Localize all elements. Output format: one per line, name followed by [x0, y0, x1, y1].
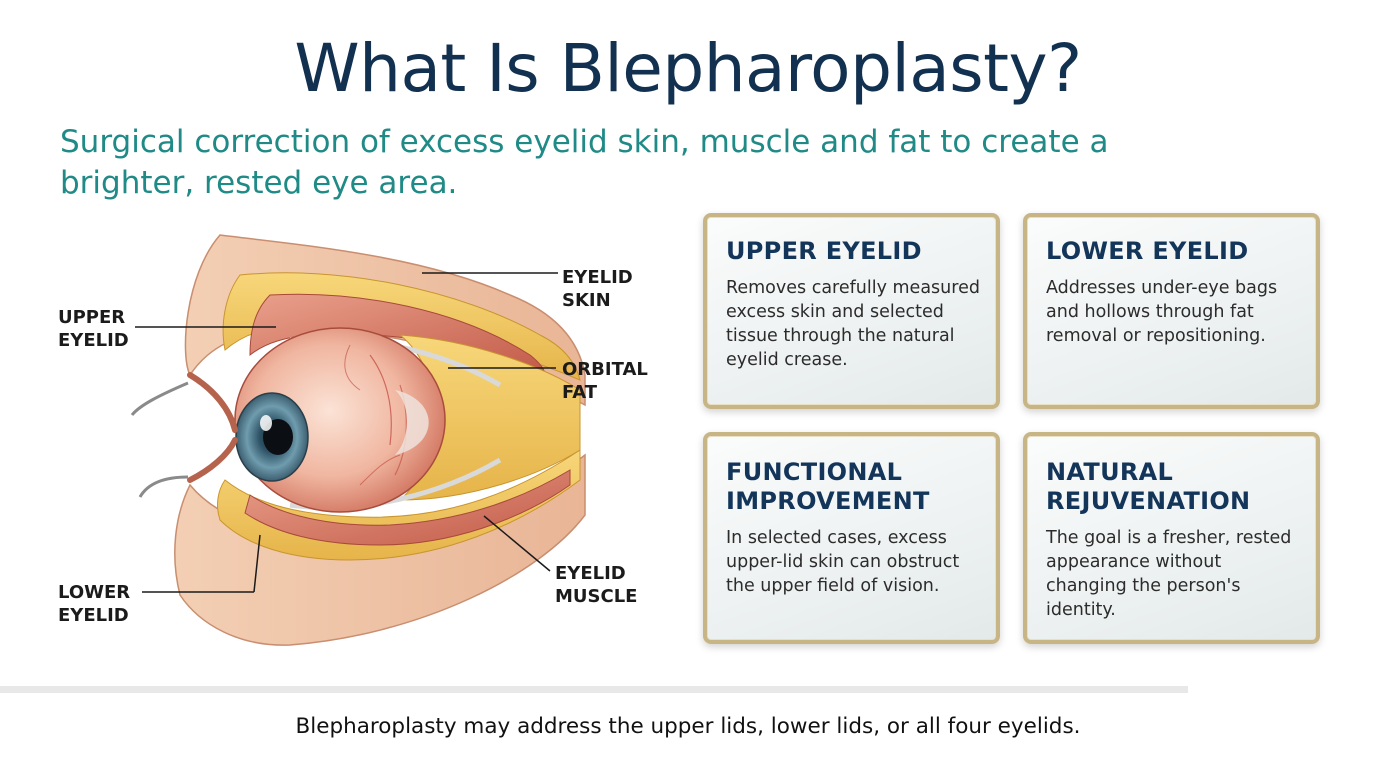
card-title: UPPER EYELID — [726, 237, 922, 265]
page-title: What Is Blepharoplasty? — [294, 30, 1082, 107]
card-title: NATURAL REJUVENATION — [1046, 458, 1251, 515]
card-functional-improvement: FUNCTIONAL IMPROVEMENT In selected cases… — [703, 432, 1000, 644]
card-body: In selected cases, excess upper-lid skin… — [726, 528, 960, 596]
callout-orbital-fat: ORBITAL FAT — [562, 359, 648, 403]
callout-lower-eyelid: LOWER EYELID — [58, 582, 131, 626]
card-title: LOWER EYELID — [1046, 237, 1249, 265]
callout-eyelid-muscle: EYELID MUSCLE — [555, 563, 638, 607]
card-body: The goal is a fresher, rested appearance… — [1046, 528, 1292, 620]
card-title: FUNCTIONAL IMPROVEMENT — [726, 458, 930, 515]
footer-note: Blepharoplasty may address the upper lid… — [295, 714, 1081, 739]
eye-anatomy-illustration: UPPER EYELID EYELID SKIN ORBITAL FAT EYE… — [40, 215, 680, 665]
card-lower-eyelid: LOWER EYELID Addresses under-eye bags an… — [1023, 213, 1320, 409]
card-natural-rejuvenation: NATURAL REJUVENATION The goal is a fresh… — [1023, 432, 1320, 644]
page-subtitle: Surgical correction of excess eyelid ski… — [60, 124, 1109, 201]
footer-divider — [0, 686, 1188, 693]
card-body: Removes carefully measured excess skin a… — [726, 278, 980, 370]
callout-eyelid-skin: EYELID SKIN — [562, 267, 633, 311]
card-body: Addresses under-eye bags and hollows thr… — [1046, 278, 1278, 346]
eye-cross-section-drawing — [130, 234, 586, 646]
callout-upper-eyelid: UPPER EYELID — [58, 307, 129, 351]
card-upper-eyelid: UPPER EYELID Removes carefully measured … — [703, 213, 1000, 409]
